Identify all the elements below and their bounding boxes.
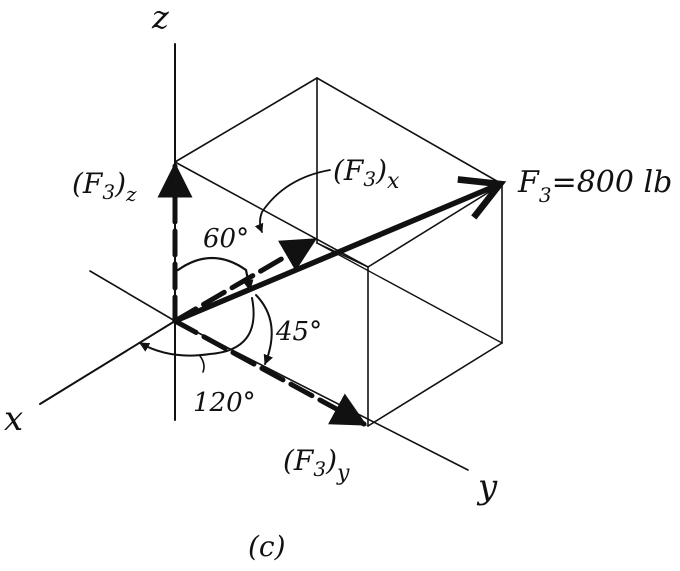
y-axis-label: y [476,467,498,507]
angle-45-label: 45° [275,317,322,347]
angle-120-arc [139,297,255,357]
z-axis-label: z [151,0,170,36]
angle-120-label: 120° [193,388,256,418]
f3-force-arrow [172,176,507,324]
angle-45-arc [255,294,274,365]
fy-label: (F3)y [283,444,350,486]
figure-caption: (c) [248,530,286,563]
component-box [174,77,503,427]
fy-component-arrow [172,318,368,427]
fx-label-leader [254,169,331,233]
angle-60-arc [176,257,254,292]
x-axis-back-line [89,270,176,322]
angle-60-label: 60° [203,224,249,254]
x-axis-line [39,320,176,405]
f3-magnitude-label: F3=800 lb [517,165,672,207]
angle-120-leader [199,355,205,373]
fx-label: (F3)x [333,154,400,194]
fz-label: (F3)z [72,167,137,206]
x-axis-label: x [4,399,23,439]
